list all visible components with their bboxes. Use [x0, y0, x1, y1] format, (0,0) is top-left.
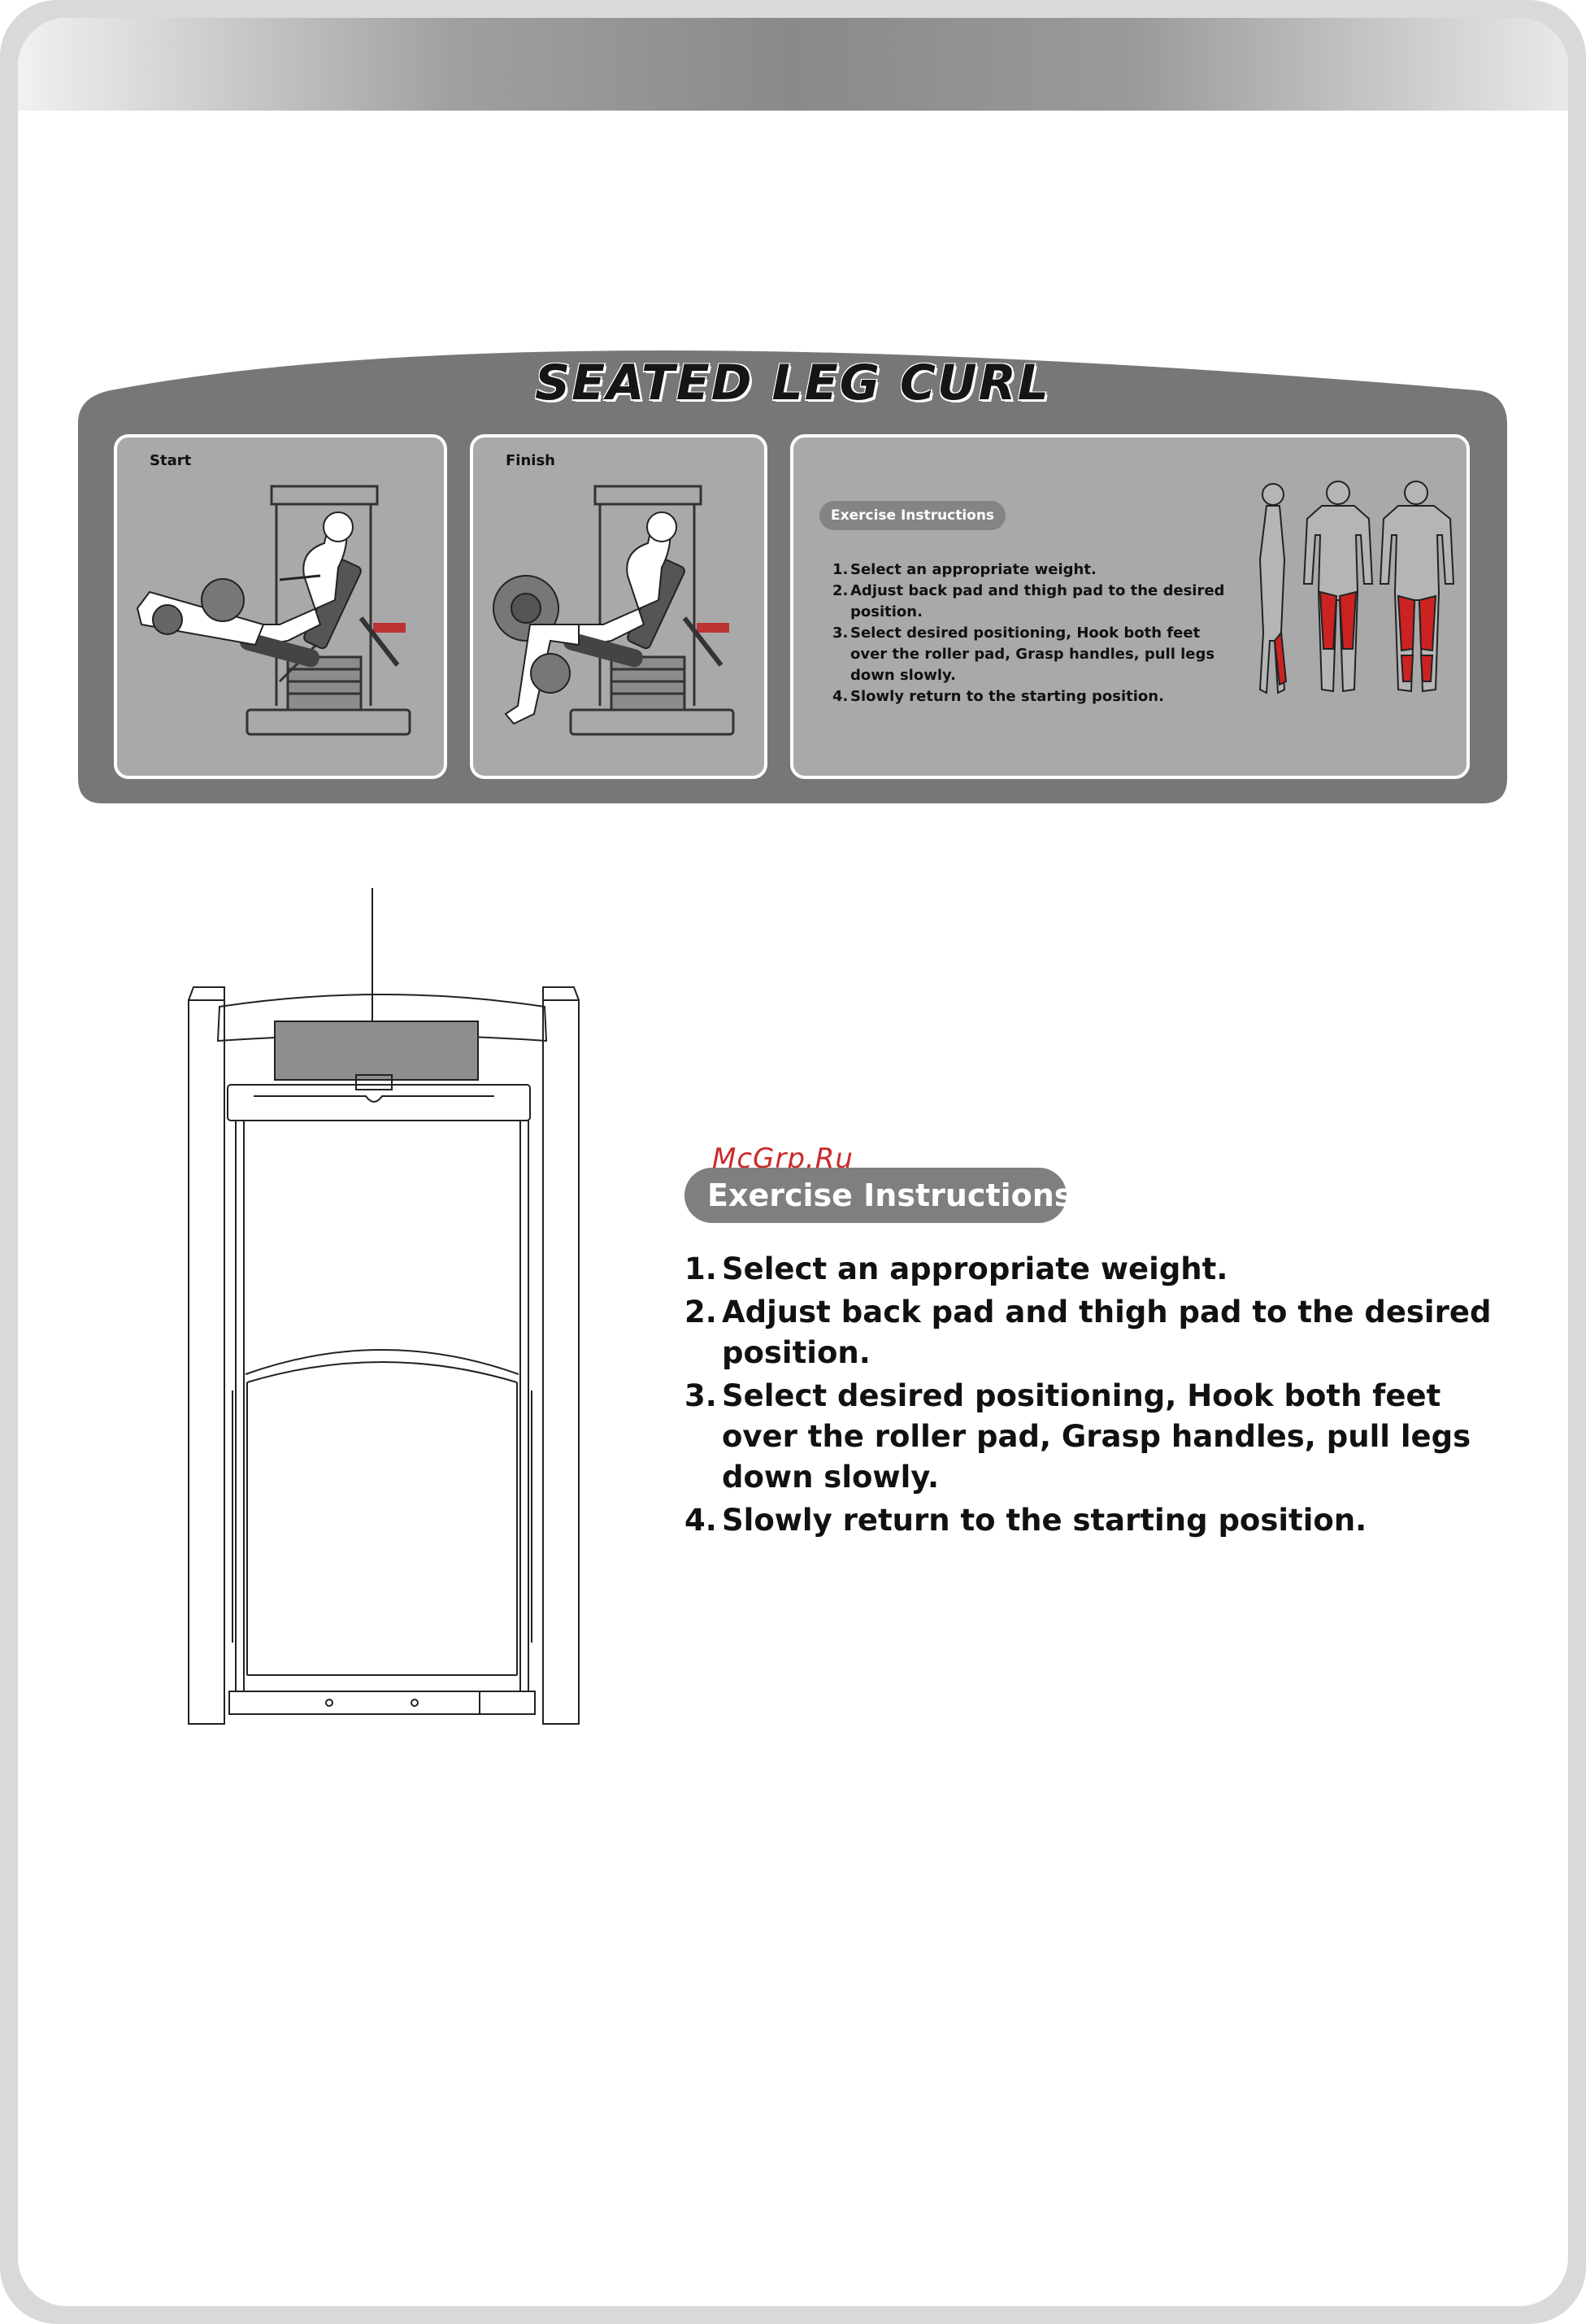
instructions-steps-list: 1.Select an appropriate weight. 2.Adjust… — [684, 1249, 1497, 1543]
placard-steps-list: 1.Select an appropriate weight. 2.Adjust… — [832, 559, 1239, 707]
machine-diagram — [188, 888, 580, 1725]
finish-position-illustration — [493, 485, 735, 736]
muscle-figure-back — [1379, 481, 1455, 693]
step-number: 4. — [684, 1503, 717, 1538]
finish-panel: Finish — [470, 434, 767, 779]
start-panel: Start — [114, 434, 447, 779]
step-text: Select desired positioning, Hook both fe… — [850, 625, 1215, 684]
exercise-placard: SEATED LEG CURL Start — [78, 319, 1507, 803]
list-item: 2.Adjust back pad and thigh pad to the d… — [684, 1292, 1497, 1373]
list-item: 4.Slowly return to the starting position… — [832, 686, 1239, 707]
instructions-heading: Exercise Instructions — [684, 1168, 1072, 1223]
header-band — [18, 18, 1568, 111]
list-item: 1.Select an appropriate weight. — [684, 1249, 1497, 1290]
instructions-panel: Exercise Instructions 1.Select an approp… — [790, 434, 1470, 779]
step-number: 2. — [684, 1295, 717, 1330]
placard-title: SEATED LEG CURL — [534, 355, 1051, 411]
step-number: 3. — [832, 625, 849, 642]
step-number: 1. — [684, 1251, 717, 1286]
step-number: 3. — [684, 1378, 717, 1413]
list-item: 4.Slowly return to the starting position… — [684, 1500, 1497, 1541]
finish-label: Finish — [506, 452, 555, 469]
step-number: 1. — [832, 561, 849, 578]
step-text: Select an appropriate weight. — [722, 1251, 1228, 1286]
step-text: Select an appropriate weight. — [850, 561, 1097, 578]
step-text: Select desired positioning, Hook both fe… — [722, 1378, 1471, 1495]
step-text: Slowly return to the starting position. — [722, 1503, 1367, 1538]
step-text: Adjust back pad and thigh pad to the des… — [850, 582, 1225, 620]
start-position-illustration — [136, 485, 411, 736]
list-item: 1.Select an appropriate weight. — [832, 559, 1239, 581]
step-number: 2. — [832, 582, 849, 599]
list-item: 3.Select desired positioning, Hook both … — [832, 623, 1239, 686]
list-item: 3.Select desired positioning, Hook both … — [684, 1376, 1497, 1498]
step-number: 4. — [832, 688, 849, 705]
step-text: Slowly return to the starting position. — [850, 688, 1164, 705]
list-item: 2.Adjust back pad and thigh pad to the d… — [832, 581, 1239, 623]
muscle-figure-side — [1258, 483, 1288, 694]
step-text: Adjust back pad and thigh pad to the des… — [722, 1295, 1492, 1370]
placard-instructions-heading: Exercise Instructions — [819, 501, 1006, 530]
muscle-diagram — [1258, 481, 1455, 694]
placard-mount — [274, 1021, 479, 1081]
muscle-figure-front — [1302, 481, 1374, 693]
start-label: Start — [150, 452, 192, 469]
